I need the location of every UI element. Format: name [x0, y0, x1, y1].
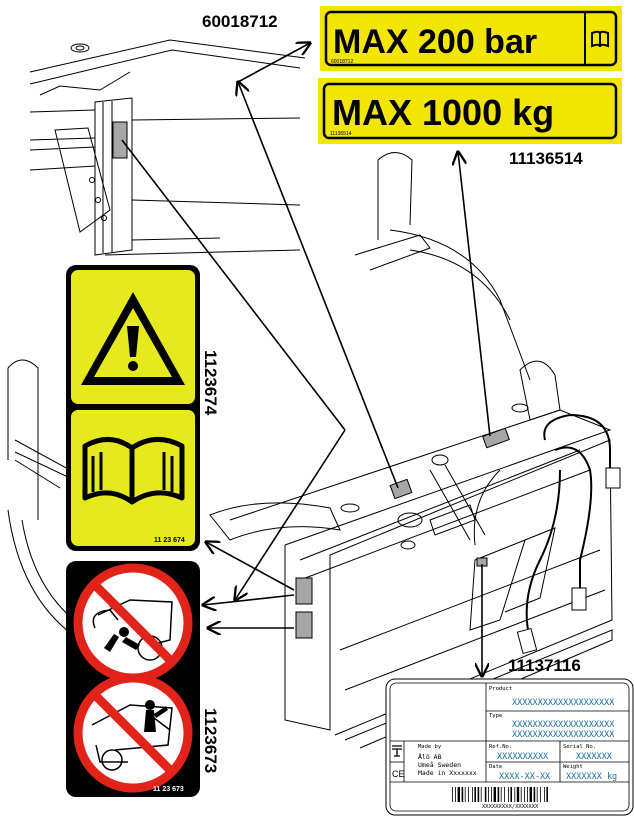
arrow-to-pressure-decal: [238, 82, 399, 489]
barcode-bar: [484, 787, 487, 802]
type-label: Type: [489, 713, 502, 719]
prohibition-decal-code: 11 23 673: [153, 786, 184, 793]
refno-label: Ref.No.: [489, 744, 512, 750]
warning-decal-code: 11 23 674: [154, 537, 185, 544]
barcode-bar: [474, 787, 476, 802]
arrow-upper-to-prohibition: [203, 594, 295, 605]
part-number-prohibition: 1123673: [201, 708, 220, 773]
barcode: [452, 787, 548, 802]
type-value-2: XXXXXXXXXXXXXXXXXXXX: [512, 730, 615, 740]
barcode-bar: [516, 787, 520, 802]
barcode-bar: [540, 787, 541, 802]
barcode-bar: [508, 787, 509, 802]
weight-value: XXXXXXX kg: [566, 772, 617, 782]
barcode-bar: [457, 787, 460, 802]
barcode-text: XXXXXXXXX/XXXXXXX: [482, 804, 539, 810]
leader-arrows: [121, 43, 491, 676]
pressure-decal-text: MAX 200 bar: [333, 23, 537, 61]
pressure-decal: MAX 200 bar 60018712: [320, 6, 622, 71]
warning-decal: 11 23 674: [66, 265, 200, 551]
product-value: XXXXXXXXXXXXXXXXXXXX: [512, 698, 615, 708]
serial-value: XXXXXXX: [576, 752, 613, 762]
barcode-bar: [472, 787, 473, 802]
decal-position-marker-upper: [295, 577, 313, 605]
barcode-bar: [544, 787, 545, 802]
alo-logo-icon: [392, 745, 402, 757]
arrow-to-load-decal: [458, 152, 491, 437]
barcode-bar: [464, 787, 466, 802]
barcode-bar: [524, 787, 525, 802]
serial-label: Serial No.: [563, 744, 596, 750]
decal-position-marker-pressure: [389, 478, 413, 500]
barcode-bar: [468, 787, 469, 802]
barcode-bar: [514, 787, 516, 802]
barcode-bar: [480, 787, 482, 802]
arrow-upper-marker: [206, 542, 295, 591]
decal-position-marker: [112, 121, 128, 159]
barcode-bar: [477, 787, 480, 802]
barcode-bar: [497, 787, 500, 802]
made-in: Made in Xxxxxxx: [418, 769, 477, 777]
company-city: Umeå Sweden: [418, 760, 461, 769]
weight-label: Weight: [563, 764, 583, 770]
manual-book-icon: [591, 30, 609, 48]
arrow-segment-pressure: [237, 43, 310, 83]
date-value: XXXX-XX-XX: [499, 772, 551, 782]
part-number-load: 11136514: [509, 149, 583, 168]
product-label: Product: [489, 686, 512, 692]
barcode-bar: [546, 787, 548, 802]
warning-triangle-icon: [81, 292, 185, 385]
detail-view-attachment-corner: [29, 39, 306, 256]
pressure-decal-code: 60018712: [331, 59, 353, 65]
barcode-bar: [493, 787, 496, 802]
no-standing-under-icon: [73, 673, 193, 793]
barcode-bar: [491, 787, 492, 802]
barcode-bar: [533, 787, 536, 802]
barcode-bar: [527, 787, 528, 802]
manual-book-icon: [82, 437, 185, 505]
arrow-to-warning-decal: [235, 429, 346, 600]
barcode-bar: [500, 787, 502, 802]
decal-position-marker-lower: [295, 611, 313, 639]
barcode-bar: [452, 787, 453, 802]
barcode-bar: [455, 787, 456, 802]
barcode-bar: [488, 787, 489, 802]
type-value-1: XXXXXXXXXXXXXXXXXXXX: [512, 720, 615, 730]
refno-value: XXXXXXXXXX: [497, 752, 549, 762]
id-plate: Product XXXXXXXXXXXXXXXXXXXX Type XXXXXX…: [385, 678, 634, 816]
load-decal-code: 11136514: [330, 131, 352, 137]
load-decal-text: MAX 1000 kg: [332, 92, 554, 133]
barcode-bar: [520, 787, 522, 802]
no-crush-icon: [73, 563, 193, 683]
arrow-line-detail: [121, 139, 346, 431]
barcode-bar: [510, 787, 512, 802]
prohibition-decal: 11 23 673: [66, 561, 200, 797]
ce-mark: CE: [392, 769, 405, 779]
company-name: Ålö AB: [418, 752, 442, 761]
barcode-bar: [536, 787, 538, 802]
barcode-bar: [461, 787, 464, 802]
barcode-bar: [504, 787, 505, 802]
part-number-id-plate: 11137116: [508, 656, 581, 675]
decal-position-marker-load: [482, 427, 510, 449]
part-number-pressure: 60018712: [202, 12, 278, 31]
barcode-bar: [529, 787, 532, 802]
madeby-label: Made by: [418, 744, 442, 750]
load-decal: MAX 1000 kg 11136514: [318, 78, 622, 144]
part-number-warning: 1123674: [201, 350, 220, 416]
date-label: Date: [489, 764, 502, 770]
attachment-frame-line-art: [7, 152, 621, 749]
